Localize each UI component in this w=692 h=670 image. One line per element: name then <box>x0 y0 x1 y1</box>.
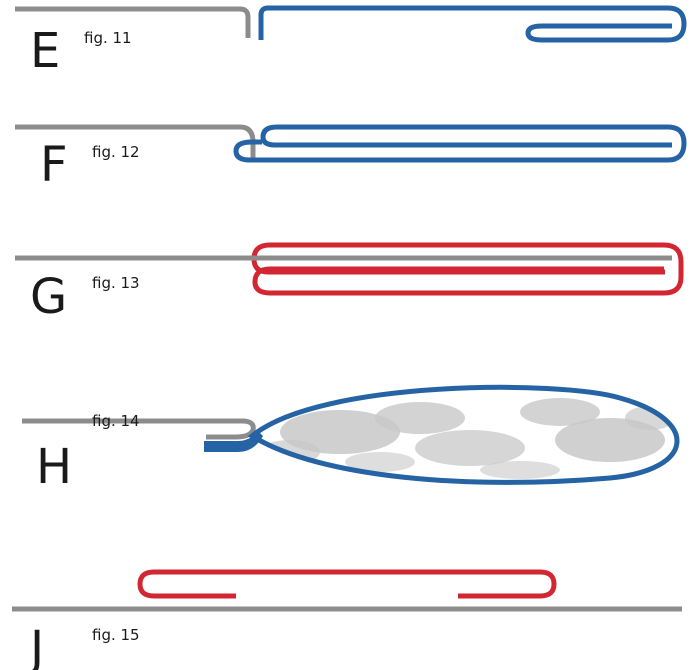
panel-g-red-fold-top <box>251 242 684 296</box>
panel-e-gray-line <box>15 6 251 38</box>
panel-j-letter: J <box>27 621 44 670</box>
panel-f-caption: fig. 12 <box>92 143 140 161</box>
panel-g-letter: G <box>30 269 67 325</box>
panel-h-letter: H <box>36 439 72 495</box>
panel-f: F fig. 12 <box>15 124 687 193</box>
panel-e: E fig. 11 <box>15 5 687 79</box>
panel-h-blue-base <box>204 431 263 452</box>
panel-j: J fig. 15 <box>12 569 682 670</box>
panel-h-caption: fig. 14 <box>92 412 140 430</box>
panel-e-letter: E <box>30 23 60 79</box>
panel-e-caption: fig. 11 <box>84 29 132 47</box>
panel-j-caption: fig. 15 <box>92 626 140 644</box>
panel-g: G fig. 13 <box>15 242 684 325</box>
panel-h: H fig. 14 <box>22 384 680 495</box>
panel-f-letter: F <box>40 137 68 193</box>
panel-f-blue-fold <box>233 124 687 163</box>
panel-h-balloon-outline <box>247 384 680 485</box>
panel-h-gray-curl <box>206 418 256 440</box>
panel-g-caption: fig. 13 <box>92 274 140 292</box>
panel-j-red-fold <box>137 569 557 599</box>
panel-e-blue-fold <box>258 5 687 43</box>
